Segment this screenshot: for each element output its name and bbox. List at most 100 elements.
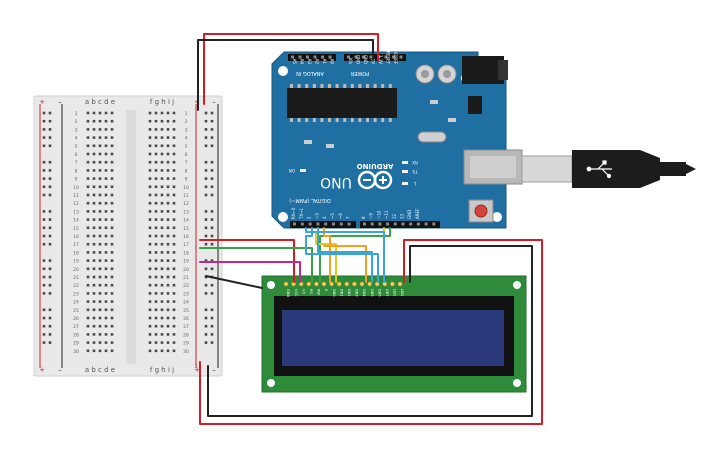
digital-header-low — [290, 221, 356, 228]
row-number: 18 — [73, 250, 79, 256]
power-pin-label: IOREF — [393, 52, 398, 65]
column-labels-right-top: f g h i j — [150, 98, 174, 106]
lcd-pin-label: DB3 — [355, 289, 359, 297]
lcd-pin — [344, 281, 350, 287]
wire-red-loop — [199, 239, 543, 425]
row-number: 6 — [75, 152, 78, 158]
row-number: 3 — [75, 127, 78, 133]
wire-green-bb — [199, 247, 313, 283]
digital-pin-label: 8 — [361, 216, 366, 219]
usb-icon — [586, 160, 612, 179]
row-number: 14 — [183, 218, 189, 224]
arduino-logo — [357, 170, 393, 190]
row-number: 10 — [183, 185, 189, 191]
digital-pin-label: 13 — [400, 213, 405, 219]
lcd-pin — [306, 281, 312, 287]
lcd-pin-label: VCC — [294, 289, 298, 297]
column-labels-left-top: a b c d e — [85, 98, 115, 106]
row-number: 19 — [73, 259, 79, 265]
row-number: 2 — [75, 119, 78, 125]
lcd-pin-label: DB4 — [362, 289, 366, 297]
analog-pin-label: A0 — [330, 59, 335, 65]
digital-pin-label: 7 — [346, 216, 351, 219]
digital-pin-label: 2 — [307, 216, 312, 219]
lcd-pin-label: DB6 — [377, 289, 381, 297]
l-led-label: L — [413, 181, 416, 186]
digital-pin-label: TX→1 — [299, 207, 304, 220]
lcd-pin — [321, 281, 327, 287]
brand-label: ARDUINO — [357, 162, 394, 170]
row-number: 28 — [73, 332, 79, 338]
row-number: 13 — [73, 209, 79, 215]
row-number: 21 — [183, 275, 189, 281]
row-number: 3 — [185, 127, 188, 133]
row-number: 24 — [73, 300, 79, 306]
row-number: 5 — [75, 144, 78, 150]
analog-header — [288, 54, 336, 61]
breadboard[interactable]: + – a b c d e f g h i j + – + – a b c d … — [33, 95, 223, 377]
digital-pin-label: AREF — [415, 208, 420, 219]
power-pin-label: 5V — [371, 59, 376, 65]
wire-5v — [203, 33, 379, 105]
digital-pin-label: GND — [407, 210, 412, 219]
lcd-pin-label: RW — [317, 289, 321, 295]
lcd-pin — [313, 281, 319, 287]
row-number: 27 — [73, 324, 79, 330]
row-number: 15 — [183, 226, 189, 232]
analog-pin-label: A1 — [322, 59, 327, 65]
row-number: 4 — [75, 136, 78, 142]
rail-minus-bottom-left: – — [58, 366, 62, 374]
row-number: 24 — [183, 300, 189, 306]
power-pin-label: 3.3V — [378, 55, 383, 64]
row-number: 11 — [183, 193, 189, 199]
power-header-pins — [344, 54, 406, 61]
row-number: 7 — [185, 160, 188, 166]
column-labels-left-bottom: a b c d e — [85, 366, 115, 374]
wire-gnd-top — [197, 39, 374, 111]
row-number: 16 — [73, 234, 79, 240]
rail-plus-bottom-left: + — [39, 366, 45, 374]
row-number: 27 — [183, 324, 189, 330]
regulator — [468, 96, 482, 114]
lcd-pin-label: LED — [400, 289, 404, 296]
row-number: 7 — [75, 160, 78, 166]
rx-led — [402, 161, 408, 164]
analog-pin-label: A3 — [307, 59, 312, 65]
row-number: 2 — [185, 119, 188, 125]
lcd-pin-label: E — [324, 289, 328, 292]
digital-pin-label: 4 — [322, 216, 327, 219]
microcontroller-chip — [287, 88, 397, 118]
wire-red-bb — [199, 239, 295, 283]
lcd-pin-label: DB1 — [339, 289, 343, 297]
on-led — [300, 169, 306, 172]
mount-hole — [492, 212, 502, 222]
lcd-pin-label: DB0 — [332, 289, 336, 297]
power-pin-label: GND — [356, 55, 361, 64]
row-number: 18 — [183, 250, 189, 256]
rx-led-label: RX — [412, 160, 418, 165]
row-number: 22 — [73, 283, 79, 289]
analog-pin-label: A2 — [315, 59, 320, 65]
row-number: 21 — [73, 275, 79, 281]
row-number: 23 — [73, 291, 79, 297]
row-number: 30 — [73, 349, 79, 355]
column-labels-right-bottom: f g h i j — [150, 366, 174, 374]
digital-pin-label: RX←0 — [291, 207, 296, 219]
row-number: 20 — [73, 267, 79, 273]
power-jack — [462, 56, 504, 84]
l-led — [402, 182, 408, 185]
analog-pin-label: A5 — [292, 59, 297, 65]
lcd-pin-label: LED — [393, 289, 397, 296]
digital-pin-label: ~6 — [338, 213, 343, 219]
row-number: 23 — [183, 291, 189, 297]
wire-blue-d3 — [305, 227, 379, 283]
row-number: 17 — [183, 242, 189, 248]
row-number: 29 — [183, 341, 189, 347]
row-number: 5 — [185, 144, 188, 150]
row-number: 11 — [73, 193, 79, 199]
lcd-pin — [367, 281, 373, 287]
row-number: 9 — [75, 177, 78, 183]
lcd-pin — [351, 281, 357, 287]
